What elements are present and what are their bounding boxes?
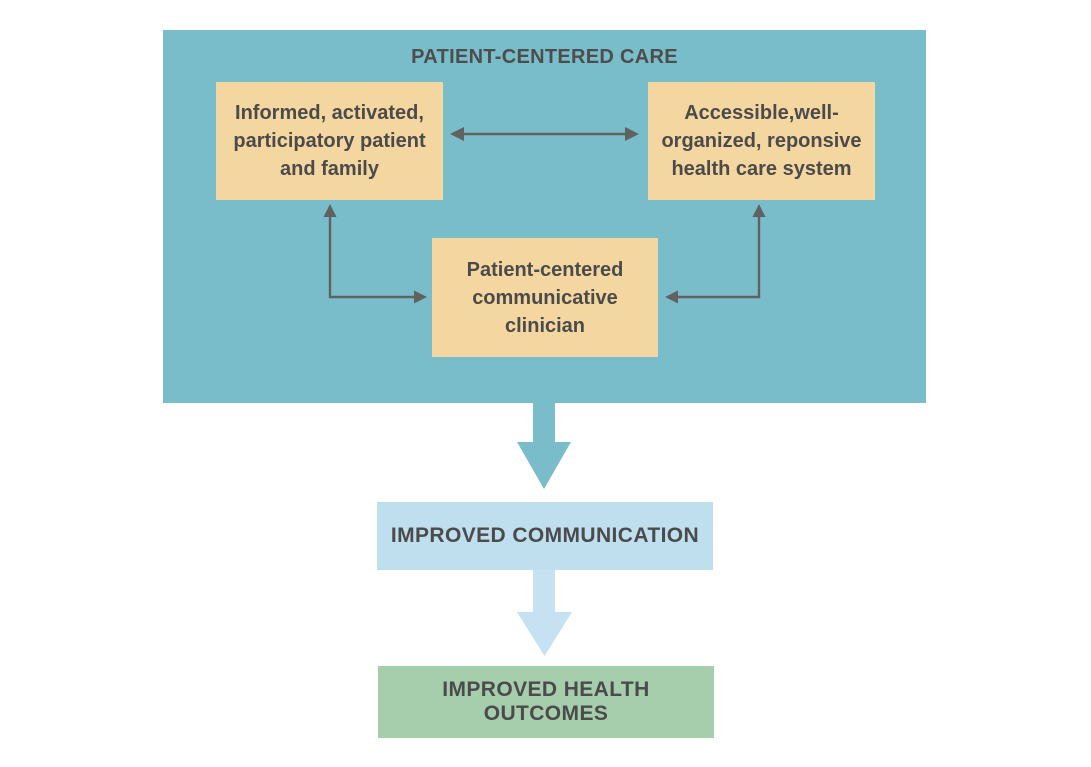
node-patient-family-label: Informed, activated, participatory patie… [233, 102, 426, 180]
node-health-care-system-label: Accessible,well- organized, reponsive he… [661, 102, 862, 180]
down-arrow-teal-icon [517, 402, 571, 489]
diagram-title: PATIENT-CENTERED CARE [411, 46, 678, 68]
node-clinician-label: Patient-centered communicative clinician [466, 258, 624, 337]
box-improved-health-outcomes: IMPROVED HEALTH OUTCOMES [378, 666, 714, 738]
down-arrow-lightblue-icon [517, 570, 572, 656]
box-improved-communication: IMPROVED COMMUNICATION [377, 502, 713, 570]
improved-health-outcomes-label: IMPROVED HEALTH OUTCOMES [442, 678, 650, 725]
improved-communication-label: IMPROVED COMMUNICATION [390, 524, 700, 547]
node-clinician: Patient-centered communicative clinician [432, 238, 658, 357]
node-patient-family: Informed, activated, participatory patie… [216, 82, 443, 200]
node-health-care-system: Accessible,well- organized, reponsive he… [648, 82, 875, 200]
